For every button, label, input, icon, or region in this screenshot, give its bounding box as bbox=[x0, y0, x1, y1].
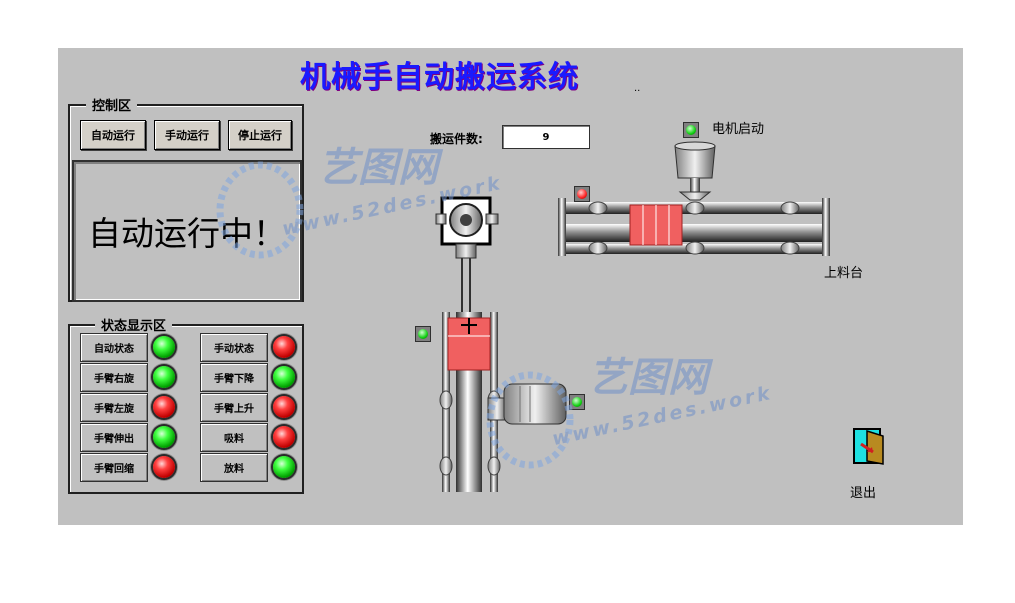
status-led-red bbox=[273, 396, 295, 418]
status-label: 手臂上升 bbox=[200, 393, 268, 422]
motor-indicator bbox=[683, 122, 699, 138]
count-label: 搬运件数: bbox=[430, 132, 483, 146]
status-label: 手臂右旋 bbox=[80, 363, 148, 392]
status-group-title: 状态显示区 bbox=[95, 315, 173, 334]
status-label: 放料 bbox=[200, 453, 268, 482]
vertical-column bbox=[439, 312, 567, 492]
status-label: 手动状态 bbox=[200, 333, 268, 362]
exit-label[interactable]: 退出 bbox=[850, 486, 877, 501]
auto-run-button[interactable]: 自动运行 bbox=[80, 120, 146, 150]
status-led-green bbox=[273, 366, 295, 388]
decorative-dots: ·· bbox=[634, 86, 641, 97]
status-led-red bbox=[273, 336, 295, 358]
status-label: 自动状态 bbox=[80, 333, 148, 362]
status-label: 手臂左旋 bbox=[80, 393, 148, 422]
stop-run-button[interactable]: 停止运行 bbox=[228, 120, 292, 150]
status-label: 吸料 bbox=[200, 423, 268, 452]
loading-table-label: 上料台 bbox=[824, 266, 864, 281]
page-title: 机械手自动搬运系统 bbox=[300, 60, 579, 95]
status-label: 手臂回缩 bbox=[80, 453, 148, 482]
status-led-red bbox=[153, 396, 175, 418]
arm-motor bbox=[435, 196, 499, 318]
control-group-title: 控制区 bbox=[86, 95, 138, 114]
horizontal-conveyor bbox=[558, 198, 830, 256]
status-led-green bbox=[153, 366, 175, 388]
status-led-red bbox=[153, 456, 175, 478]
status-led-green bbox=[273, 456, 295, 478]
hopper bbox=[674, 141, 716, 201]
status-led-green bbox=[153, 336, 175, 358]
motor-label: 电机启动 bbox=[712, 122, 765, 137]
count-value: 9 bbox=[502, 125, 590, 149]
status-led-red bbox=[273, 426, 295, 448]
manual-run-button[interactable]: 手动运行 bbox=[154, 120, 220, 150]
status-label: 手臂下降 bbox=[200, 363, 268, 392]
exit-door-icon[interactable] bbox=[853, 428, 889, 466]
feeder-indicator bbox=[574, 186, 590, 202]
status-group bbox=[68, 324, 304, 494]
status-label: 手臂伸出 bbox=[80, 423, 148, 452]
status-led-green bbox=[153, 426, 175, 448]
arm-indicator bbox=[415, 326, 431, 342]
